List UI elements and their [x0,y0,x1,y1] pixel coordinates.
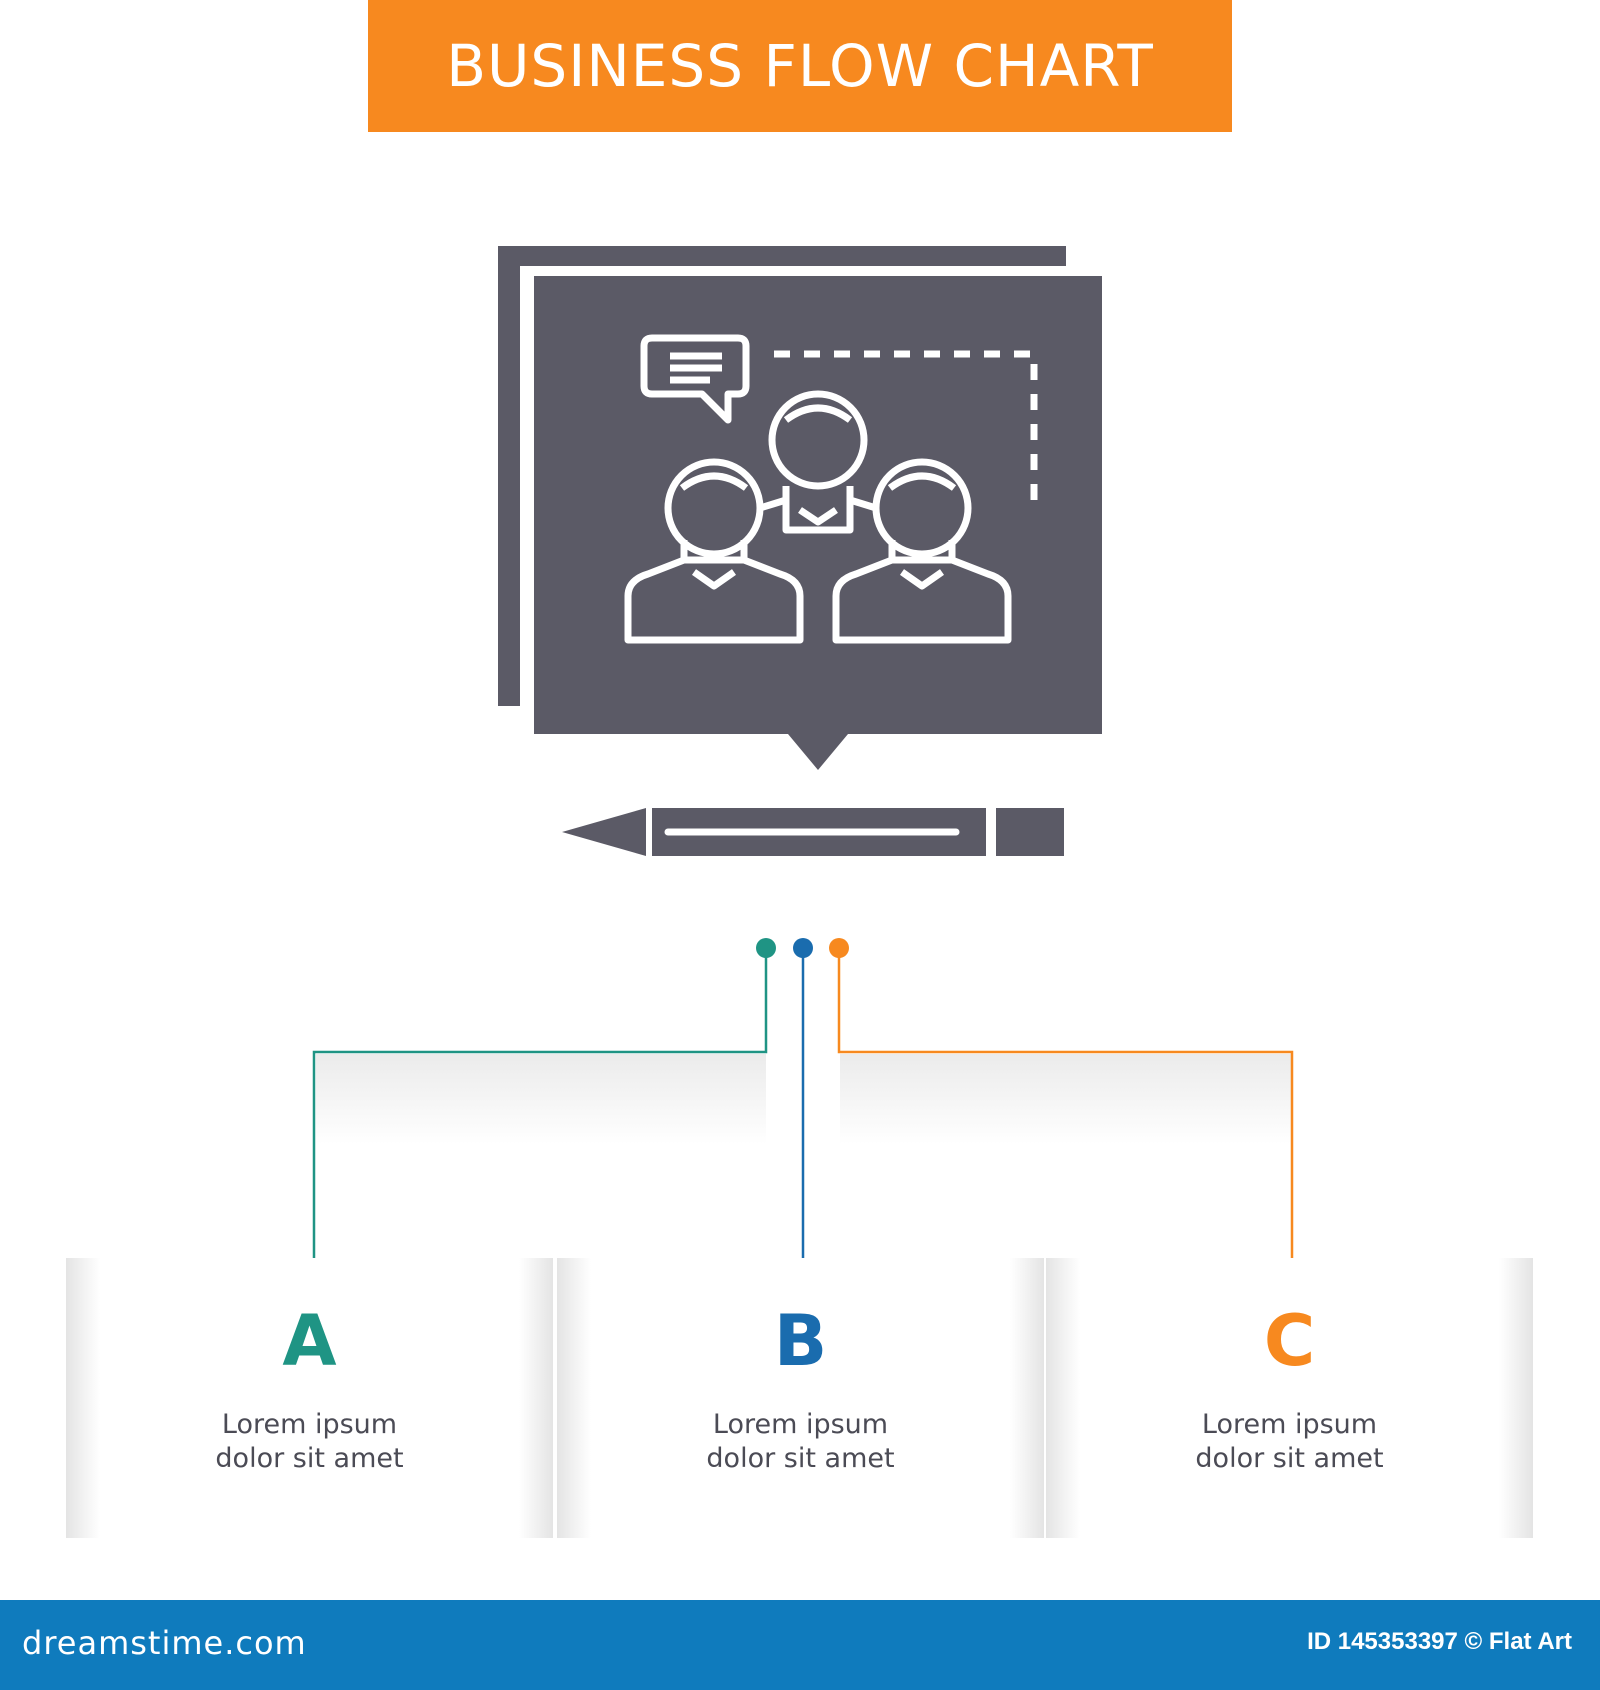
option-line1-c: Lorem ipsum [1201,1409,1378,1440]
title-banner: BUSINESS FLOW CHART [368,0,1232,132]
footer-logo[interactable]: dreamstime.com [22,1624,307,1662]
option-text-b: Lorem ipsum dolor sit amet [557,1408,1044,1476]
option-line2-b: dolor sit amet [706,1443,895,1474]
option-letter-c: C [1263,1300,1316,1382]
option-card-b: B Lorem ipsum dolor sit amet [557,1258,1044,1538]
option-text-a: Lorem ipsum dolor sit amet [66,1408,553,1476]
connector-lines [312,938,1294,1276]
option-line2-a: dolor sit amet [215,1443,404,1474]
footer-bar: dreamstime.com ID 145353397 © Flat Art [0,1600,1600,1690]
team-meeting-board-icon [498,246,1102,856]
footer-image-id: ID 145353397 © Flat Art [1307,1628,1572,1655]
option-letter-a: A [282,1300,337,1382]
option-card-a: A Lorem ipsum dolor sit amet [66,1258,553,1538]
dashed-path [774,350,1038,514]
option-card-c: C Lorem ipsum dolor sit amet [1046,1258,1533,1538]
dot-c [829,938,849,958]
people-group-icon [624,390,1012,644]
shadow-band-left [316,1054,766,1144]
option-line1-a: Lorem ipsum [221,1409,398,1440]
shadow-band-right [840,1054,1292,1144]
pencil-icon [562,808,1064,856]
option-line2-c: dolor sit amet [1195,1443,1384,1474]
option-letter-b: B [773,1300,828,1382]
dot-b [793,938,813,958]
option-text-c: Lorem ipsum dolor sit amet [1046,1408,1533,1476]
page-title: BUSINESS FLOW CHART [446,32,1154,100]
dot-a [756,938,776,958]
option-line1-b: Lorem ipsum [712,1409,889,1440]
connector-a [312,948,768,1276]
connector-c [837,948,1294,1276]
chat-bubble-icon [640,334,750,424]
